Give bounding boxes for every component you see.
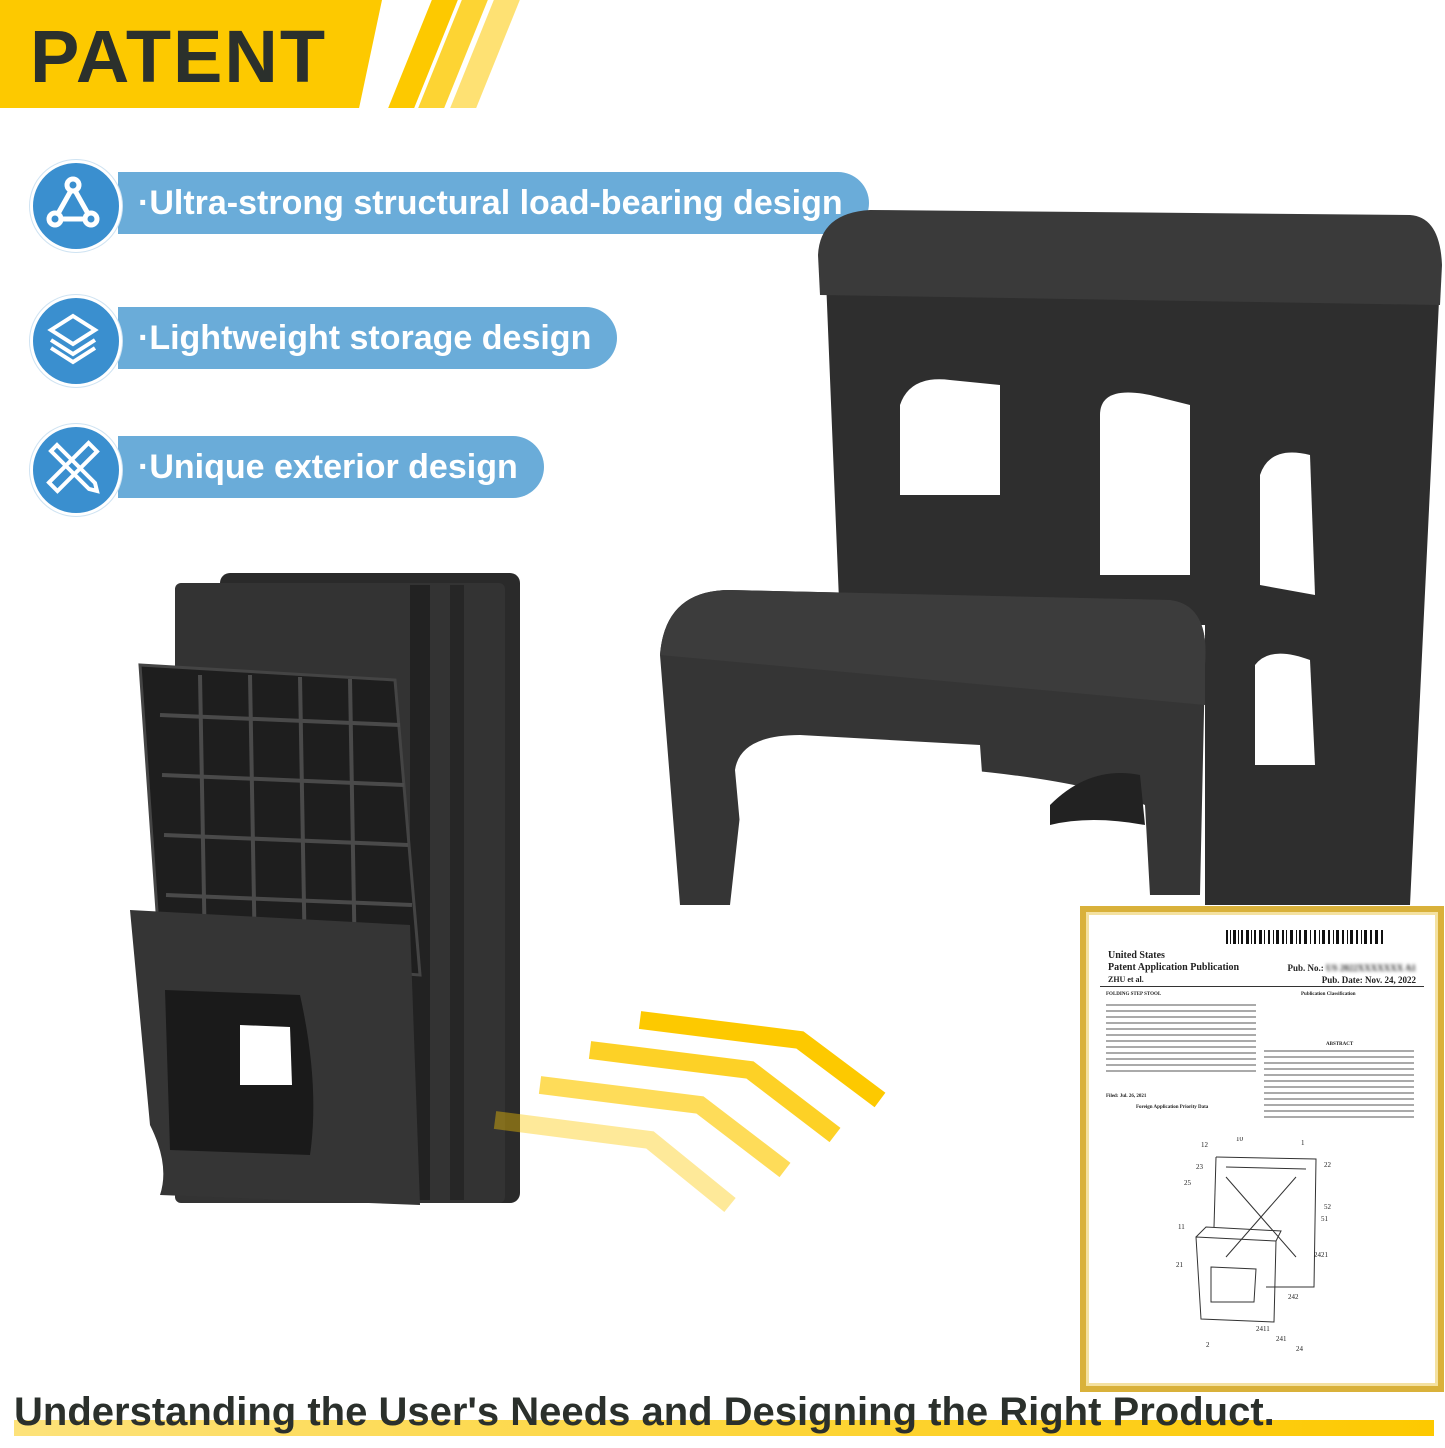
figure-label: 22	[1324, 1161, 1332, 1169]
inventor: ZHU et al.	[1108, 975, 1144, 984]
feature-label: ·Ultra-strong structural load-bearing de…	[118, 172, 869, 234]
figure-label: 241	[1276, 1335, 1287, 1343]
banner-title: PATENT	[30, 15, 328, 98]
patent-banner	[0, 0, 382, 108]
pub-no-label: Pub. No.:	[1287, 963, 1324, 973]
caption: Understanding the User's Needs and Desig…	[14, 1390, 1275, 1434]
feature-label: ·Lightweight storage design	[118, 307, 618, 369]
figure-label: 2	[1206, 1341, 1210, 1349]
publication-type: Patent Application Publication	[1108, 962, 1240, 973]
figure-label: 51	[1321, 1215, 1329, 1223]
figure-label: 23	[1196, 1163, 1204, 1171]
patent-title: FOLDING STEP STOOL	[1106, 992, 1162, 997]
abstract-lines	[1264, 1050, 1414, 1122]
figure-label: 24	[1296, 1345, 1304, 1353]
triangle-nodes-icon	[46, 176, 100, 228]
figure-label: 25	[1184, 1179, 1192, 1187]
figure-label: 10	[1236, 1137, 1244, 1143]
barcode	[1226, 930, 1383, 944]
feature-label: ·Unique exterior design	[118, 436, 544, 498]
figure-label: 52	[1324, 1203, 1332, 1211]
figure-label: 21	[1176, 1261, 1184, 1269]
classification-heading: Publication Classification	[1301, 992, 1356, 997]
pub-date: Nov. 24, 2022	[1364, 975, 1416, 985]
abstract-heading: ABSTRACT	[1326, 1042, 1354, 1047]
caption-highlight	[14, 1420, 1434, 1436]
patent-drawing: 12 10 1 23 22 25 52 51 11 2421 21 242 24…	[1176, 1137, 1332, 1353]
country: United States	[1108, 950, 1165, 961]
figure-label: 242	[1288, 1293, 1299, 1301]
patent-document: United States Patent Application Publica…	[1080, 906, 1444, 1392]
filed-date: Jul. 26, 2021	[1119, 1094, 1147, 1099]
motion-arrows	[493, 1011, 886, 1212]
icon-circle	[30, 160, 122, 252]
divider	[1100, 986, 1424, 987]
folded-stool-image	[130, 573, 520, 1205]
figure-label: 2411	[1256, 1325, 1270, 1333]
figure-label: 1	[1301, 1139, 1305, 1147]
figure-label: 11	[1178, 1223, 1185, 1231]
text-lines	[1106, 1004, 1256, 1076]
filed-label: Filed:	[1106, 1094, 1119, 1099]
foreign-priority: Foreign Application Priority Data	[1136, 1105, 1209, 1110]
figure-label: 2421	[1314, 1251, 1329, 1259]
pub-date-label: Pub. Date:	[1321, 975, 1363, 985]
patent-header: United States Patent Application Publica…	[1108, 950, 1239, 986]
ruler-pencil-icon	[46, 440, 100, 494]
publication-info: Pub. No.: US 2022XXXXXXX A1 Pub. Date: N…	[1287, 963, 1416, 985]
icon-circle	[30, 424, 122, 516]
stacked-layers-icon	[47, 313, 99, 365]
figure-label: 12	[1201, 1141, 1209, 1149]
step-stool-image	[660, 210, 1442, 905]
